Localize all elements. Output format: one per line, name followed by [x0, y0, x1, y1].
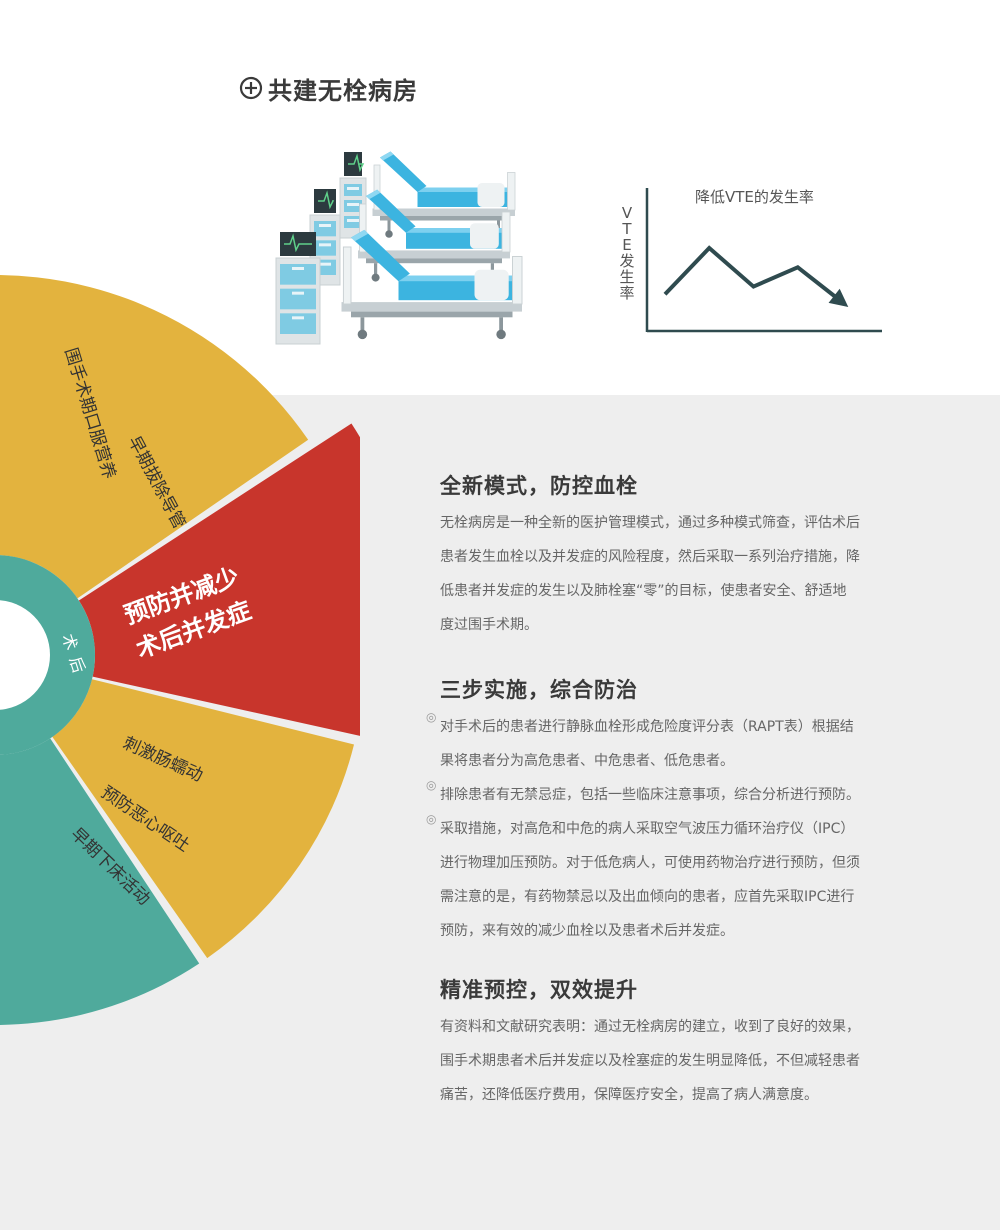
section-line: 度过围手术期。: [440, 617, 538, 633]
bullet-line: 需注意的是，有药物禁忌以及出血倾向的患者，应首先采取IPC进行: [440, 889, 855, 905]
vte-ylabel-char: 率: [619, 284, 634, 302]
circle-plus-icon: [239, 76, 263, 100]
section-line: 围手术期患者术后并发症以及栓塞症的发生明显降低，不但减轻患者: [440, 1053, 860, 1069]
section-line: 痛苦，还降低医疗费用，保障医疗安全，提高了病人满意度。: [440, 1087, 818, 1103]
section-line: 患者发生血栓以及并发症的风险程度，然后采取一系列治疗措施，降: [440, 549, 860, 565]
section-line: 无栓病房是一种全新的医护管理模式，通过多种模式筛查，评估术后: [440, 515, 860, 531]
sector-reduce-complications: [78, 423, 360, 736]
bullet-line: 对手术后的患者进行静脉血栓形成危险度评分表（RAPT表）根据结: [440, 719, 854, 735]
bullet-mark: ◎: [426, 778, 437, 792]
section-new-model: 全新模式，防控血栓 无栓病房是一种全新的医护管理模式，通过多种模式筛查，评估术后…: [440, 470, 900, 642]
medical-cabinet-front: [275, 232, 321, 345]
sector-bottom-teal: [0, 738, 200, 1025]
section-title: 全新模式，防控血栓: [440, 474, 638, 498]
bullet-line: 预防，来有效的减少血栓以及患者术后并发症。: [440, 923, 734, 939]
vte-ylabel-char: V: [622, 204, 633, 222]
medical-cabinet-back: [339, 152, 367, 239]
section-three-steps: 三步实施，综合防治 ◎ 对手术后的患者进行静脉血栓形成危险度评分表（RAPT表）…: [426, 674, 900, 948]
sector-upper-band: [0, 275, 309, 599]
bullet-mark: ◎: [426, 812, 437, 826]
bullet-mark: ◎: [426, 710, 437, 724]
hospital-bed-middle: [358, 189, 511, 282]
section-title: 精准预控，双效提升: [440, 978, 638, 1002]
postop-wheel-diagram: 术后 围手术期口服营养早期拔除导管预防并减少术后并发症刺激肠蠕动预防恶心呕吐早期…: [0, 275, 360, 1025]
page-title: 共建无栓病房: [238, 70, 418, 106]
vte-trend-arrowhead: [828, 288, 849, 307]
vte-ylabel-char: 发: [619, 252, 634, 270]
vte-ylabel-char: T: [621, 220, 632, 238]
section-line: 有资料和文献研究表明：通过无栓病房的建立，收到了良好的效果，: [440, 1019, 860, 1035]
bullet-line: 排除患者有无禁忌症，包括一些临床注意事项，综合分析进行预防。: [440, 787, 860, 803]
vte-chart-title: 降低VTE的发生率: [695, 188, 814, 206]
hospital-bed-front: [341, 229, 523, 340]
section-precise-control: 精准预控，双效提升 有资料和文献研究表明：通过无栓病房的建立，收到了良好的效果，…: [440, 974, 900, 1112]
vte-trend-line: [663, 245, 844, 304]
bullet-item: ◎ 对手术后的患者进行静脉血栓形成危险度评分表（RAPT表）根据结 果将患者分为…: [426, 710, 900, 778]
bullet-line: 采取措施，对高危和中危的病人采取空气波压力循环治疗仪（IPC）: [440, 821, 855, 837]
vte-ylabel-char: 生: [619, 268, 634, 286]
section-line: 低患者并发症的发生以及肺栓塞“零”的目标，使患者安全、舒适地: [440, 583, 847, 599]
ring-inner-hole: [0, 600, 50, 710]
bullet-line: 进行物理加压预防。对于低危病人，可使用药物治疗进行预防，但须: [440, 855, 860, 871]
page-title-text: 共建无栓病房: [268, 76, 418, 105]
vte-ylabel-char: E: [622, 236, 631, 254]
bullet-line: 果将患者分为高危患者、中危患者、低危患者。: [440, 753, 734, 769]
bullet-item: ◎ 排除患者有无禁忌症，包括一些临床注意事项，综合分析进行预防。: [426, 778, 900, 812]
section-title: 三步实施，综合防治: [440, 678, 638, 702]
bullet-item: ◎ 采取措施，对高危和中危的病人采取空气波压力循环治疗仪（IPC） 进行物理加压…: [426, 812, 900, 948]
sector-lower-band: [52, 679, 355, 959]
hospital-beds-illustration: [275, 151, 523, 345]
